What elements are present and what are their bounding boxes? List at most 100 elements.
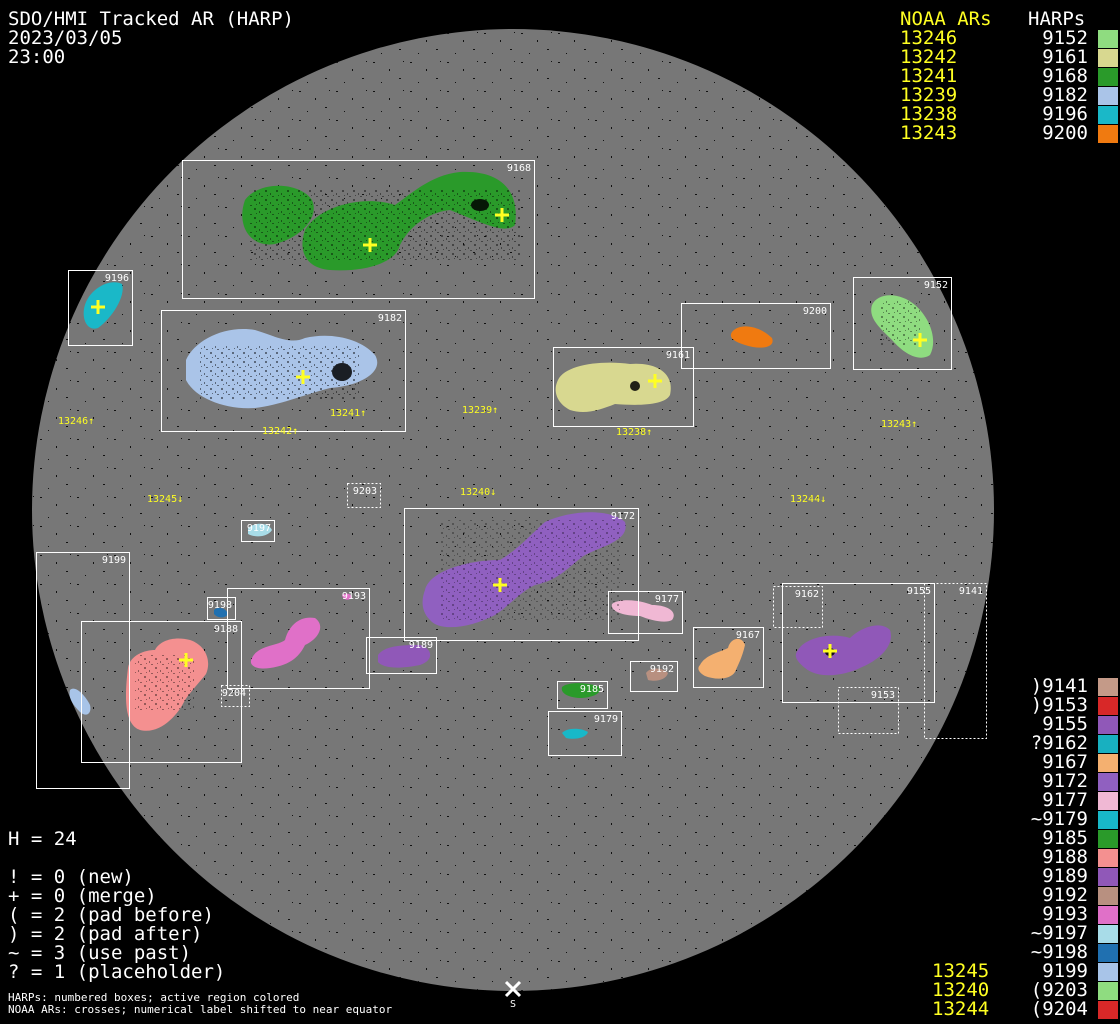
stat-use-past: ~ = 3 (use past): [8, 942, 192, 964]
harp-box-label-9200: 9200: [803, 306, 827, 317]
harp-box-9182: [161, 310, 406, 432]
legend-noaa-13245: 13245: [932, 960, 990, 982]
harp-box-label-9179: 9179: [594, 714, 618, 725]
noaa-label-13240: 13240↓: [460, 487, 496, 498]
harp-box-label-9161: 9161: [666, 350, 690, 361]
harp-box-9197: [241, 520, 275, 542]
harp-box-label-9182: 9182: [378, 313, 402, 324]
harp-box-9153: [838, 687, 899, 734]
legend-harp-9162: ?9162: [1030, 732, 1088, 754]
legend-harp-9185: 9185: [1042, 827, 1088, 849]
legend-harp-9198: ~9198: [1030, 941, 1088, 963]
legend-swatch: [1098, 49, 1118, 67]
legend-harp-9188: 9188: [1042, 846, 1088, 868]
harp-box-label-9196: 9196: [105, 273, 129, 284]
stat-pad-before: ( = 2 (pad before): [8, 904, 214, 926]
harp-box-9198: [207, 597, 236, 620]
sunspot-texture: [135, 190, 920, 710]
harp-box-label-9197: 9197: [247, 523, 271, 534]
region-9192: [646, 668, 668, 681]
legend-noaa-13243: 13243: [900, 122, 958, 144]
noaa-labels: 13246↑13242↑13241↑13239↑13238↑13243↑1324…: [58, 405, 917, 505]
harp-count: H = 24: [8, 828, 77, 850]
region-9193: [250, 593, 352, 669]
legend-harp-9189: 9189: [1042, 865, 1088, 887]
harp-legend-header: HARPs: [1028, 8, 1086, 30]
harp-box-label-9167: 9167: [736, 630, 760, 641]
region-9185: [561, 683, 600, 698]
footnote-noaa: NOAA ARs: crosses; numerical label shift…: [8, 1003, 393, 1016]
legend-swatch: [1098, 735, 1118, 753]
noaa-cross: [296, 370, 310, 384]
region-9196: [83, 282, 123, 329]
harp-box-label-9192: 9192: [650, 664, 674, 675]
stat-placeholder: ? = 1 (placeholder): [8, 961, 226, 983]
legend-swatch: [1098, 87, 1118, 105]
legend-harp-9196: 9196: [1042, 103, 1088, 125]
legend-noaa-13242: 13242: [900, 46, 958, 68]
legend-swatch: [1098, 963, 1118, 981]
harp-box-label-9203: 9203: [353, 486, 377, 497]
legend-swatch: [1098, 868, 1118, 886]
legend-harp-9204: (9204: [1030, 998, 1088, 1020]
harp-box-9155: [782, 583, 935, 703]
legend-swatch: [1098, 68, 1118, 86]
legend-noaa-13238: 13238: [900, 103, 958, 125]
legend-swatch: [1098, 754, 1118, 772]
legend-swatch: [1098, 982, 1118, 1000]
harp-box-label-9168: 9168: [507, 163, 531, 174]
region-9200: [730, 326, 773, 348]
harp-box-label-9185: 9185: [580, 684, 604, 695]
region-9197: [248, 523, 272, 537]
legend-swatch: [1098, 811, 1118, 829]
harp-box-label-9162: 9162: [795, 589, 819, 600]
harp-box-label-9198: 9198: [208, 600, 232, 611]
harp-box-label-9152: 9152: [924, 280, 948, 291]
harp-box-label-9199: 9199: [102, 555, 126, 566]
harp-box-9161: [553, 347, 694, 427]
legend-swatch: [1098, 1001, 1118, 1019]
legend-harp-9155: 9155: [1042, 713, 1088, 735]
noaa-label-13241: 13241↑: [330, 408, 366, 419]
harp-box-9167: [693, 627, 764, 688]
legend-harp-9193: 9193: [1042, 903, 1088, 925]
harp-box-9193: [227, 588, 370, 689]
noaa-label-13243: 13243↑: [881, 419, 917, 430]
south-pole-marker: S: [504, 980, 522, 1010]
region-9155: [795, 625, 891, 676]
harp-box-9192: [630, 661, 678, 692]
region-9189: [378, 645, 431, 668]
legend-noaa-13241: 13241: [900, 65, 958, 87]
legend-harp-9168: 9168: [1042, 65, 1088, 87]
harp-box-9141: [924, 583, 987, 739]
stat-pad-after: ) = 2 (pad after): [8, 923, 203, 945]
harp-box-label-9177: 9177: [655, 594, 679, 605]
harp-box-9188: [81, 621, 242, 763]
harp-box-9204: [221, 685, 250, 707]
south-label: S: [510, 999, 516, 1010]
noaa-label-13244: 13244↓: [790, 494, 826, 505]
harp-box-label-9189: 9189: [409, 640, 433, 651]
legend-harp-9203: (9203: [1030, 979, 1088, 1001]
legend-harp-9172: 9172: [1042, 770, 1088, 792]
legend-noaa-13246: 13246: [900, 27, 958, 49]
harp-box-label-9153: 9153: [871, 690, 895, 701]
noaa-cross: [913, 333, 927, 347]
harp-box-9200: [681, 303, 831, 369]
region-9199: [69, 688, 91, 715]
noaa-cross: [91, 300, 105, 314]
harp-box-label-9188: 9188: [214, 624, 238, 635]
legend-swatch: [1098, 678, 1118, 696]
legend-harp-9192: 9192: [1042, 884, 1088, 906]
legend-harp-9182: 9182: [1042, 84, 1088, 106]
harp-box-9152: [853, 277, 952, 370]
legend-noaa-13244: 13244: [932, 998, 990, 1020]
legend-noaa-13240: 13240: [932, 979, 990, 1001]
page-title: SDO/HMI Tracked AR (HARP): [8, 8, 294, 30]
legend-swatch: [1098, 849, 1118, 867]
harp-box-label-9204: 9204: [222, 688, 246, 699]
region-9167: [698, 638, 745, 679]
harp-box-9189: [366, 637, 437, 674]
legend-harp-9167: 9167: [1042, 751, 1088, 773]
